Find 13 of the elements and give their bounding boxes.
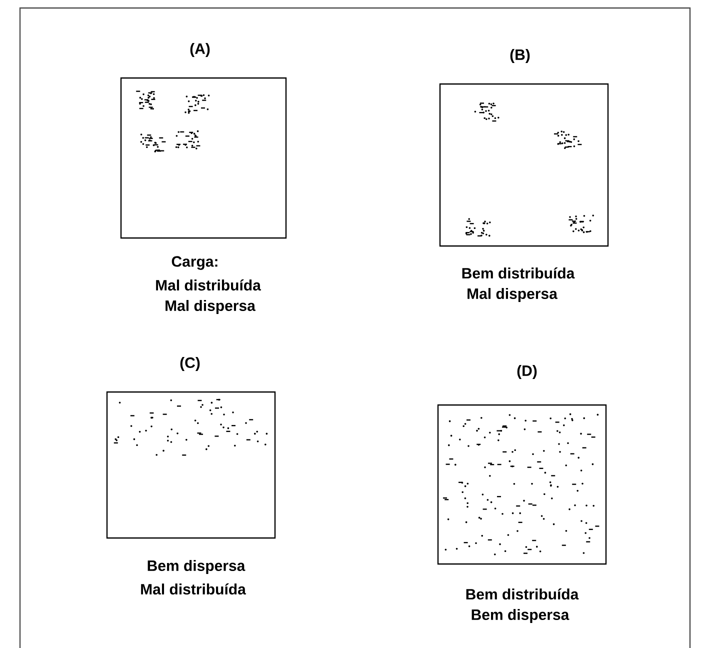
panel-heading: (B) [510, 49, 530, 63]
panel-heading: (C) [180, 357, 200, 371]
node-label: Bem distribuída [462, 267, 575, 279]
panel-heading: (D) [517, 365, 537, 379]
node-label: Bem dispersa [148, 560, 246, 574]
node-label: Carga: [172, 256, 218, 270]
node-label: Bem distribuída [466, 588, 579, 600]
node-label: Mal dispersa [468, 288, 558, 302]
node-label: Mal dispersa [166, 300, 256, 314]
node-label: Mal distribuída [141, 583, 246, 595]
node-label: Bem dispersa [472, 609, 570, 623]
node-label: Mal distribuída [156, 279, 262, 291]
panel-heading: (A) [190, 43, 210, 57]
